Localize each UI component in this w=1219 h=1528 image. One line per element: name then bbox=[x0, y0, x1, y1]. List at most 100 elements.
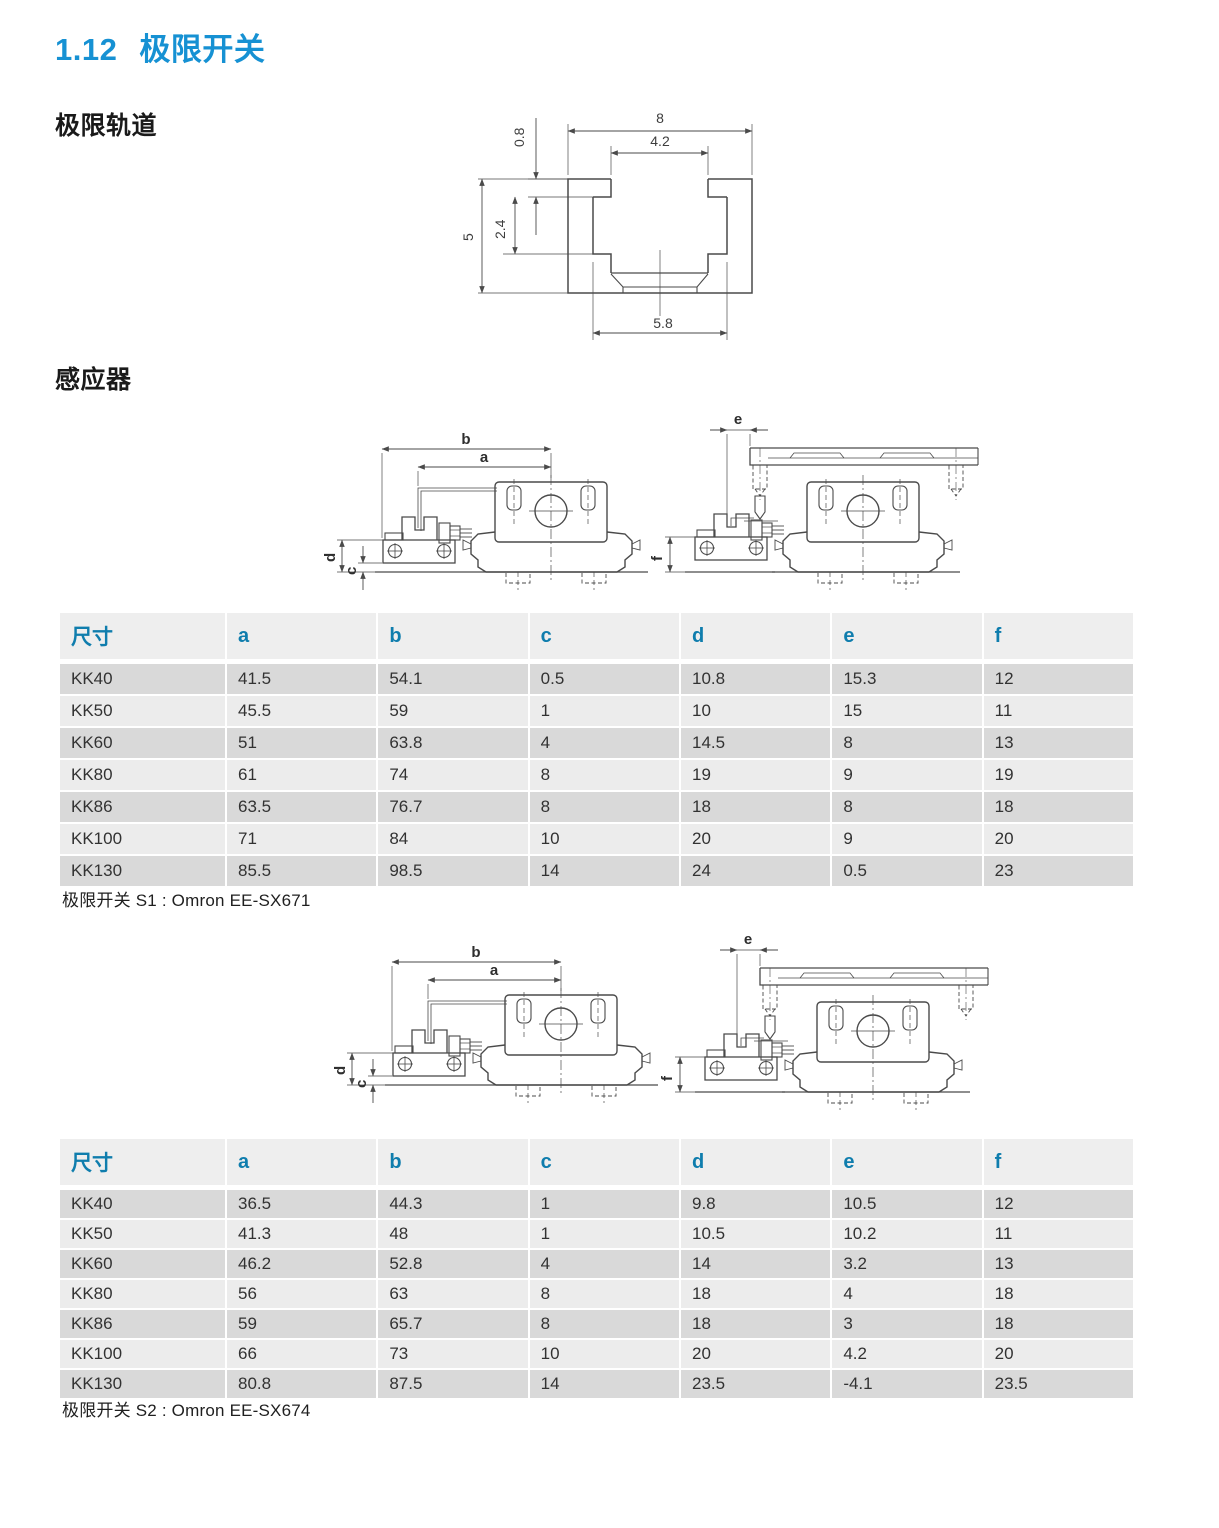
dim-value: 10 bbox=[678, 694, 831, 726]
column-header-e: e bbox=[830, 1139, 982, 1188]
dim-value: 1 bbox=[527, 694, 679, 726]
sensor-s1-top-offset-drawing: e f bbox=[649, 411, 979, 591]
row-label: KK40 bbox=[60, 1188, 225, 1218]
dim-label-e: e bbox=[734, 411, 742, 428]
dim-value: 3.2 bbox=[830, 1248, 982, 1278]
dim-value: 8 bbox=[527, 1278, 679, 1308]
page-title-text: 极限开关 bbox=[139, 32, 266, 67]
dim-value: 13 bbox=[981, 726, 1133, 758]
column-header-f: f bbox=[981, 1139, 1133, 1188]
rail-dim-overall-height: 5 bbox=[460, 233, 476, 241]
dim-value: 14 bbox=[527, 854, 679, 886]
dim-value: 19 bbox=[981, 758, 1133, 790]
dim-value: 3 bbox=[830, 1308, 982, 1338]
dim-value: 98.5 bbox=[376, 854, 528, 886]
dim-value: 23.5 bbox=[981, 1368, 1133, 1398]
row-label: KK50 bbox=[60, 694, 225, 726]
dim-value: 8 bbox=[527, 1308, 679, 1338]
dim-value: 18 bbox=[678, 790, 831, 822]
dim-label-d: d bbox=[322, 553, 339, 562]
rail-dim-lip-height: 0.8 bbox=[511, 127, 527, 147]
dim-value: 18 bbox=[678, 1278, 831, 1308]
dim-value: 8 bbox=[830, 726, 982, 758]
rail-dim-bottom-width: 5.8 bbox=[653, 315, 673, 331]
column-header-c: c bbox=[527, 1139, 679, 1188]
dim-value: 10.2 bbox=[830, 1218, 982, 1248]
row-label: KK86 bbox=[60, 1308, 225, 1338]
row-label: KK130 bbox=[60, 854, 225, 886]
dim-value: 19 bbox=[678, 758, 831, 790]
dim-value: 12 bbox=[981, 662, 1133, 694]
dim-value: 10.8 bbox=[678, 662, 831, 694]
dim-value: 73 bbox=[376, 1338, 528, 1368]
column-header-c: c bbox=[527, 613, 679, 662]
row-label: KK60 bbox=[60, 1248, 225, 1278]
dim-value: 24 bbox=[678, 854, 831, 886]
dim-value: 11 bbox=[981, 1218, 1133, 1248]
dim-value: 14 bbox=[678, 1248, 831, 1278]
row-label: KK100 bbox=[60, 1338, 225, 1368]
dim-value: 59 bbox=[376, 694, 528, 726]
dim-label-b: b bbox=[471, 944, 480, 961]
dim-value: 48 bbox=[376, 1218, 528, 1248]
dim-value: 14.5 bbox=[678, 726, 831, 758]
dim-value: 85.5 bbox=[225, 854, 377, 886]
dim-label-d: d bbox=[332, 1066, 349, 1075]
dim-value: 4 bbox=[527, 726, 679, 758]
dim-value: 12 bbox=[981, 1188, 1133, 1218]
row-label: KK80 bbox=[60, 1278, 225, 1308]
rail-cross-section-drawing: 8 4.2 0.8 5 2.4 5.8 bbox=[460, 110, 753, 340]
dim-value: 10 bbox=[527, 1338, 679, 1368]
dim-value: 20 bbox=[981, 822, 1133, 854]
dim-value: 9 bbox=[830, 822, 982, 854]
dim-value: 66 bbox=[225, 1338, 377, 1368]
dim-value: 23.5 bbox=[678, 1368, 831, 1398]
dim-value: 71 bbox=[225, 822, 377, 854]
column-header-e: e bbox=[830, 613, 982, 662]
dim-value: 18 bbox=[981, 1308, 1133, 1338]
column-header-a: a bbox=[225, 1139, 377, 1188]
column-header-d: d bbox=[678, 613, 831, 662]
dim-value: 4.2 bbox=[830, 1338, 982, 1368]
dim-value: 63.8 bbox=[376, 726, 528, 758]
limit-switch-s2-caption: 极限开关 S2 : Omron EE-SX674 bbox=[62, 1401, 311, 1420]
sensor-s2-side-drawing: b a d c bbox=[332, 944, 659, 1104]
column-header-b: b bbox=[376, 1139, 528, 1188]
dim-value: 41.5 bbox=[225, 662, 377, 694]
column-header-f: f bbox=[981, 613, 1133, 662]
dim-value: 8 bbox=[830, 790, 982, 822]
dim-value: 54.1 bbox=[376, 662, 528, 694]
dim-value: 44.3 bbox=[376, 1188, 528, 1218]
dim-value: 61 bbox=[225, 758, 377, 790]
dim-value: 0.5 bbox=[527, 662, 679, 694]
limit-switch-s1-caption: 极限开关 S1 : Omron EE-SX671 bbox=[62, 891, 311, 910]
dim-value: 46.2 bbox=[225, 1248, 377, 1278]
dim-label-c: c bbox=[343, 567, 360, 575]
dim-value: 36.5 bbox=[225, 1188, 377, 1218]
dim-value: 1 bbox=[527, 1188, 679, 1218]
dim-value: 56 bbox=[225, 1278, 377, 1308]
dim-value: 20 bbox=[981, 1338, 1133, 1368]
dim-value: 76.7 bbox=[376, 790, 528, 822]
dim-label-b: b bbox=[461, 431, 470, 448]
column-header-b: b bbox=[376, 613, 528, 662]
row-label: KK50 bbox=[60, 1218, 225, 1248]
dim-value: -4.1 bbox=[830, 1368, 982, 1398]
